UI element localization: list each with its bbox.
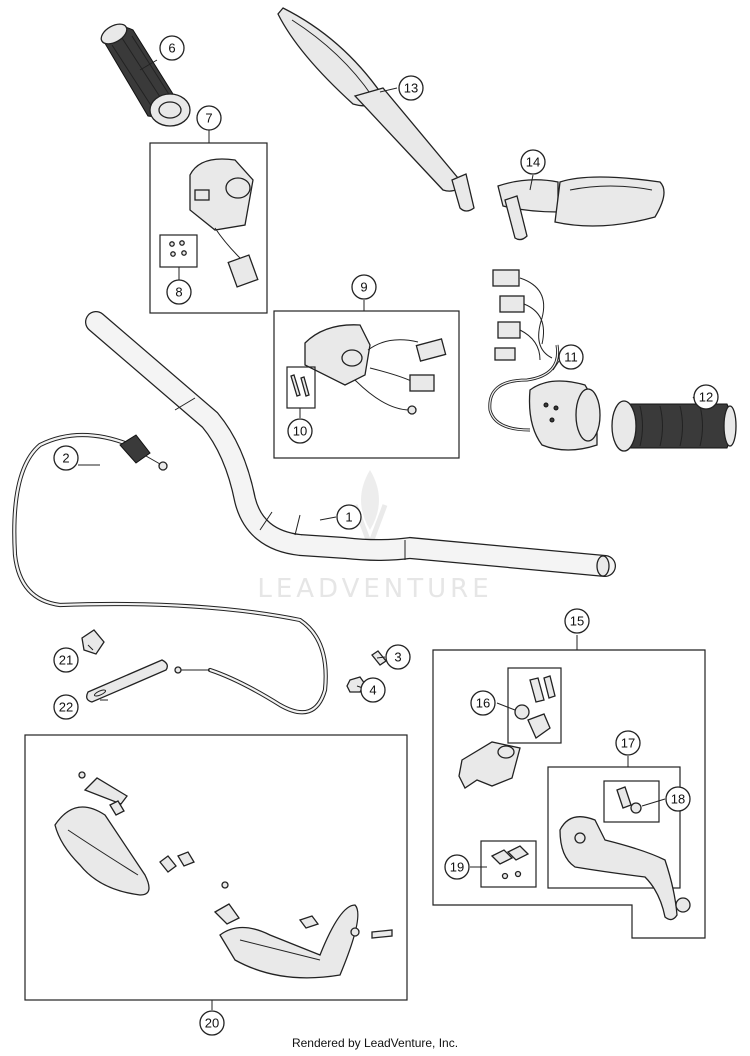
callout-14: 14 <box>520 149 546 175</box>
callout-label: 22 <box>59 700 73 715</box>
watermark-text: LEADVENTURE <box>257 574 492 604</box>
callout-label: 12 <box>699 390 713 405</box>
lever-screws[interactable] <box>490 845 530 880</box>
callout-label: 4 <box>369 683 376 698</box>
callout-label: 18 <box>671 792 685 807</box>
callout-8: 8 <box>166 279 192 305</box>
left-grip[interactable] <box>98 20 191 127</box>
callout-18: 18 <box>665 786 691 812</box>
brake-lever[interactable] <box>559 816 691 921</box>
cable-strap[interactable] <box>86 659 168 703</box>
cable-clip[interactable] <box>81 629 105 655</box>
lever-adjuster[interactable] <box>616 786 642 814</box>
left-switch[interactable] <box>189 158 259 288</box>
callout-10: 10 <box>287 418 313 444</box>
callout-4: 4 <box>360 677 386 703</box>
callout-label: 17 <box>621 736 635 751</box>
callout-label: 14 <box>526 155 540 170</box>
callout-11: 11 <box>558 344 584 370</box>
box-lever-assembly <box>432 649 706 939</box>
box-lever-adjuster <box>603 780 660 823</box>
right-hand-guard[interactable] <box>213 881 393 979</box>
callout-7: 7 <box>196 105 222 131</box>
footer-credit: Rendered by LeadVenture, Inc. <box>291 1036 459 1050</box>
callout-2: 2 <box>53 445 79 471</box>
box-right-switch-screws <box>286 366 316 409</box>
box-right-switch <box>273 310 460 459</box>
callout-label: 11 <box>564 350 578 365</box>
left-mirror[interactable] <box>277 7 475 212</box>
callout-label: 10 <box>293 424 307 439</box>
callout-22: 22 <box>53 694 79 720</box>
right-grip[interactable] <box>611 400 737 452</box>
throttle-cable[interactable] <box>12 432 328 715</box>
box-lever <box>547 766 681 889</box>
callout-label: 6 <box>168 41 175 56</box>
right-mirror[interactable] <box>497 176 665 241</box>
callout-17: 17 <box>615 730 641 756</box>
callout-21: 21 <box>53 647 79 673</box>
callout-label: 3 <box>394 650 401 665</box>
callout-label: 7 <box>205 111 212 126</box>
right-switch[interactable] <box>304 324 447 415</box>
callout-label: 2 <box>62 451 69 466</box>
callout-label: 1 <box>345 510 352 525</box>
lever-bracket[interactable] <box>458 741 521 789</box>
callout-16: 16 <box>470 690 496 716</box>
callout-label: 15 <box>570 614 584 629</box>
callout-19: 19 <box>444 854 470 880</box>
lever-bolts[interactable] <box>514 675 556 739</box>
box-lever-bolts <box>507 667 562 744</box>
callout-13: 13 <box>398 75 424 101</box>
left-switch-screws[interactable] <box>169 240 187 257</box>
callout-label: 19 <box>450 860 464 875</box>
callout-label: 9 <box>360 280 367 295</box>
callout-label: 13 <box>404 81 418 96</box>
handlebar[interactable] <box>85 311 616 577</box>
callout-6: 6 <box>159 35 185 61</box>
callout-label: 20 <box>205 1016 219 1031</box>
callout-15: 15 <box>564 608 590 634</box>
throttle-assembly[interactable] <box>488 269 601 451</box>
callout-12: 12 <box>693 384 719 410</box>
callout-9: 9 <box>351 274 377 300</box>
left-hand-guard[interactable] <box>54 771 195 896</box>
box-left-switch-screws <box>159 234 198 268</box>
box-lever-screws <box>480 840 537 888</box>
watermark-logo <box>352 470 388 553</box>
callout-label: 8 <box>175 285 182 300</box>
callout-20: 20 <box>199 1010 225 1036</box>
callout-label: 16 <box>476 696 490 711</box>
callout-label: 21 <box>59 653 73 668</box>
box-hand-guards <box>24 734 408 1001</box>
right-switch-screws[interactable] <box>290 374 310 397</box>
callout-3: 3 <box>385 644 411 670</box>
callout-1: 1 <box>336 504 362 530</box>
